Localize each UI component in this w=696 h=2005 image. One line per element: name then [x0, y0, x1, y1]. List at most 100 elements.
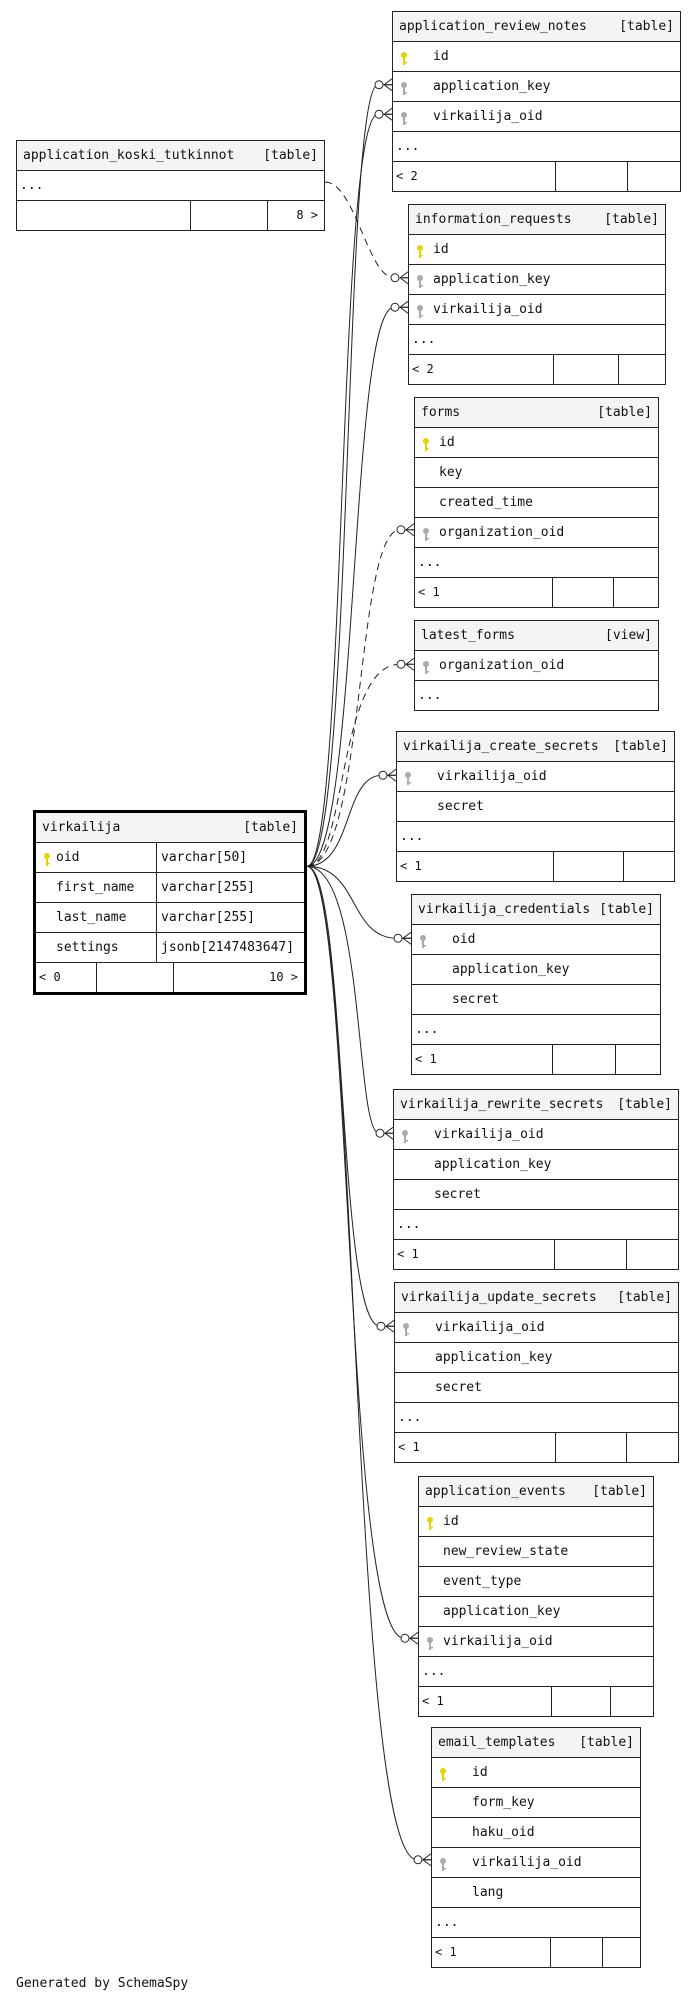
column-virkailija-oid[interactable]: virkailija_oid [395, 1312, 678, 1342]
column-name: virkailija_oid [433, 302, 543, 317]
footer-divider [618, 355, 619, 384]
column-form-key[interactable]: form_key [432, 1787, 640, 1817]
table-virkailija-rewrite-secrets[interactable]: virkailija_rewrite_secrets[table]virkail… [393, 1089, 679, 1270]
parents-count[interactable]: < 0 [39, 970, 61, 984]
column-haku-oid[interactable]: haku_oid [432, 1817, 640, 1847]
table-name: virkailija_credentials [418, 902, 591, 917]
more-columns[interactable]: ... [17, 170, 324, 200]
foreign-key-icon [415, 272, 427, 288]
column-id[interactable]: id [393, 41, 680, 71]
more-columns[interactable]: ... [393, 131, 680, 161]
table-kind: [table] [617, 1290, 672, 1305]
more-columns[interactable]: ... [412, 1014, 660, 1044]
column-name: oid [56, 850, 80, 865]
column-application-key[interactable]: application_key [394, 1149, 678, 1179]
table-footer: < 1 [412, 1044, 660, 1074]
footer-divider [552, 1045, 553, 1074]
column-id[interactable]: id [415, 427, 658, 457]
more-columns[interactable]: ... [409, 324, 665, 354]
column-organization-oid[interactable]: organization_oid [415, 517, 658, 547]
parents-count[interactable]: < 1 [418, 585, 440, 599]
column-organization-oid[interactable]: organization_oid [415, 650, 658, 680]
column-id[interactable]: id [419, 1506, 653, 1536]
table-virkailija-update-secrets[interactable]: virkailija_update_secrets [table] virkaili… [394, 1282, 679, 1463]
more-columns[interactable]: ... [432, 1907, 640, 1937]
column-lang[interactable]: lang [432, 1877, 640, 1907]
footer-divider [623, 852, 624, 881]
more-columns[interactable]: ... [415, 680, 658, 710]
foreign-key-icon [418, 932, 430, 948]
table-application-koski-tutkinnot[interactable]: application_koski_tutkinnot[table]...8 > [16, 140, 325, 231]
column-name: application_key [434, 1157, 552, 1172]
table-name: email_templates [438, 1735, 556, 1750]
column-virkailija-oid[interactable]: virkailija_oid [432, 1847, 640, 1877]
column-virkailija-oid[interactable]: virkailija_oid [409, 294, 665, 324]
primary-key-icon [421, 435, 433, 451]
column-virkailija-oid[interactable]: virkailija_oid [393, 101, 680, 131]
column-secret[interactable]: secret [394, 1179, 678, 1209]
column-application-key[interactable]: application_key [393, 71, 680, 101]
column-event-type[interactable]: event_type [419, 1566, 653, 1596]
column-name: id [433, 49, 449, 64]
column-key[interactable]: key [415, 457, 658, 487]
parents-count[interactable]: < 2 [412, 362, 434, 376]
parents-count[interactable]: < 1 [422, 1694, 444, 1708]
children-count[interactable]: 8 > [296, 208, 318, 222]
column-secret[interactable]: secret [395, 1372, 678, 1402]
parents-count[interactable]: < 1 [415, 1052, 437, 1066]
column-type: varchar[255] [161, 910, 255, 925]
table-kind: [table] [579, 1735, 634, 1750]
primary-key-icon [399, 49, 411, 65]
column-id[interactable]: id [432, 1757, 640, 1787]
parents-count[interactable]: < 1 [397, 1247, 419, 1261]
foreign-key-icon [400, 1127, 412, 1143]
more-columns[interactable]: ... [394, 1209, 678, 1239]
column-secret[interactable]: secret [397, 791, 674, 821]
column-application-key[interactable]: application_key [409, 264, 665, 294]
column-name: virkailija_oid [437, 769, 547, 784]
column-secret[interactable]: secret [412, 984, 660, 1014]
relation-line [306, 774, 396, 867]
column-virkailija-oid[interactable]: virkailija_oid [419, 1626, 653, 1656]
more-columns[interactable]: ... [415, 547, 658, 577]
column-oid[interactable]: oid [412, 924, 660, 954]
column-id[interactable]: id [409, 234, 665, 264]
parents-count[interactable]: < 2 [396, 169, 418, 183]
column-virkailija-oid[interactable]: virkailija_oid [394, 1119, 678, 1149]
column-new-review-state[interactable]: new_review_state [419, 1536, 653, 1566]
column-virkailija-oid[interactable]: virkailija_oid [397, 761, 674, 791]
parents-count[interactable]: < 1 [435, 1945, 457, 1959]
table-kind: [table] [263, 148, 318, 163]
parents-count[interactable]: < 1 [400, 859, 422, 873]
relation-line [324, 181, 408, 279]
column-application-key[interactable]: application_key [395, 1342, 678, 1372]
footer-divider [555, 162, 556, 191]
column-application-key[interactable]: application_key [419, 1596, 653, 1626]
more-columns[interactable]: ... [419, 1656, 653, 1686]
column-application-key[interactable]: application_key [412, 954, 660, 984]
parents-count[interactable]: < 1 [398, 1440, 420, 1454]
more-columns[interactable]: ... [395, 1402, 678, 1432]
column-created-time[interactable]: created_time [415, 487, 658, 517]
table-name: virkailija_update_secrets [401, 1290, 597, 1305]
column-type: varchar[255] [161, 880, 255, 895]
foreign-key-icon [415, 302, 427, 318]
table-virkailija-create-secrets[interactable]: virkailija_create_secrets[table]virkaili… [396, 731, 675, 882]
table-latest-forms[interactable]: latest_forms[view]organization_oid... [414, 620, 659, 711]
more-columns[interactable]: ... [397, 821, 674, 851]
crow-foot-icon [390, 300, 409, 314]
table-header: virkailija_credentials[table] [412, 895, 660, 924]
children-count[interactable]: 10 > [269, 970, 298, 984]
table-header: email_templates [table] [432, 1728, 640, 1757]
